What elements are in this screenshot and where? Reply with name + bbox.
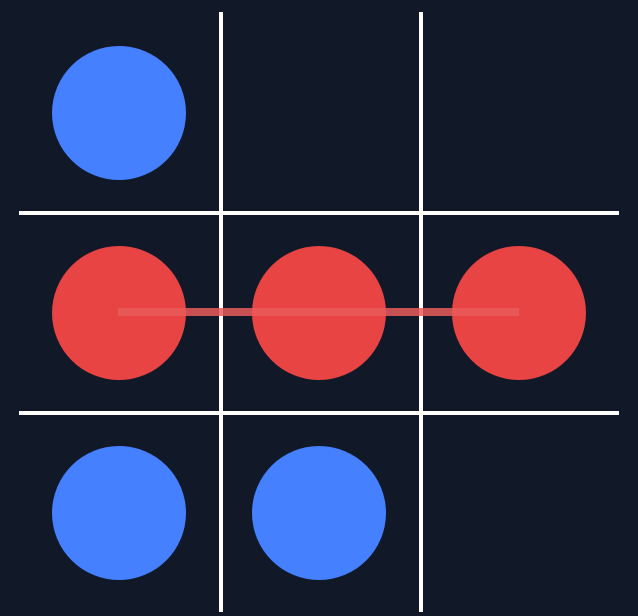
red-piece xyxy=(252,246,386,380)
cell-r3-c2[interactable] xyxy=(219,413,419,613)
cell-r3-c1[interactable] xyxy=(19,413,219,613)
red-piece xyxy=(452,246,586,380)
blue-piece xyxy=(52,446,186,580)
red-piece xyxy=(52,246,186,380)
grid-line-horizontal-1 xyxy=(19,211,619,215)
cell-r1-c1[interactable] xyxy=(19,13,219,213)
blue-piece xyxy=(52,46,186,180)
cell-r2-c3[interactable] xyxy=(419,213,619,413)
cell-r1-c2[interactable] xyxy=(219,13,419,213)
cell-r1-c3[interactable] xyxy=(419,13,619,213)
cell-r2-c2[interactable] xyxy=(219,213,419,413)
cell-r2-c1[interactable] xyxy=(19,213,219,413)
cell-r3-c3[interactable] xyxy=(419,413,619,613)
grid-line-horizontal-2 xyxy=(19,411,619,415)
blue-piece xyxy=(252,446,386,580)
